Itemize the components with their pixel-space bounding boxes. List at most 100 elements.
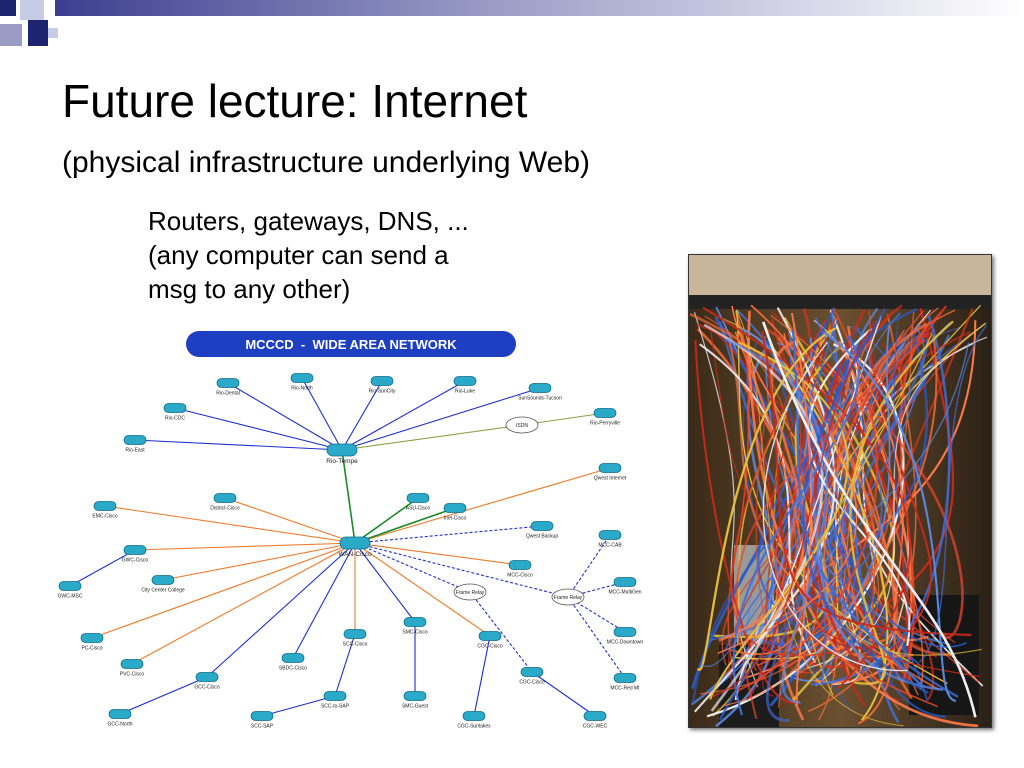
router-node: Rio-CDC: [163, 403, 187, 422]
network-link: [354, 507, 456, 544]
slide-subtitle: (physical infrastructure underlying Web): [62, 146, 591, 179]
network-link: [354, 542, 416, 623]
cloud-icon: [551, 588, 585, 606]
router-node: Rio-Dental: [216, 378, 240, 397]
cloud-icon: [505, 416, 539, 434]
router-label: CGC-Cisco: [519, 680, 544, 686]
network-links: [69, 377, 626, 717]
network-link: [104, 505, 356, 544]
router-label: SMC-Cisco: [402, 630, 427, 636]
router-label: SCC-Cisco: [343, 642, 368, 648]
router-label: PVC-Cisco: [120, 672, 145, 678]
router-icon: [453, 376, 477, 386]
router-node: GCC-North: [107, 709, 133, 728]
router-label: SunSounds-Tucson: [518, 396, 562, 402]
network-link: [134, 439, 343, 451]
network-link: [567, 534, 611, 598]
router-node: SunSounds-Tucson: [518, 383, 562, 402]
diagram-banner-text: MCCCD - WIDE AREA NETWORK: [245, 337, 457, 352]
router-node: Rio-Perryville: [590, 408, 620, 427]
router-node: District-Cisco: [210, 493, 240, 512]
router-node: PC-Cisco: [80, 633, 104, 652]
server-rack-photo: [688, 254, 992, 728]
router-icon: [528, 383, 552, 393]
router-label: MCC-MultiGen: [608, 590, 641, 596]
bullet-text: Routers, gateways, DNS, ... (any compute…: [148, 204, 469, 306]
router-node: SMC-Cisco: [402, 617, 428, 636]
router-label: SBDC-Cisco: [279, 666, 307, 672]
router-node: Qwest Internet: [594, 463, 627, 482]
router-node: Qwest Backup: [526, 521, 558, 540]
router-icon: [530, 521, 554, 531]
router-icon: [443, 503, 467, 513]
network-link: [206, 542, 356, 678]
router-icon: [598, 530, 622, 540]
cloud-label: Frame Relay: [554, 595, 583, 601]
router-icon: [613, 673, 637, 683]
network-link: [341, 380, 466, 451]
router-icon: [583, 711, 607, 721]
router-label: Rio-Tempe: [326, 458, 358, 465]
router-node: SCC-Cisco: [343, 629, 368, 648]
router-node: MCC-MultiGen: [608, 577, 642, 596]
network-link: [567, 596, 626, 679]
router-node: SCC-to-SAP: [321, 691, 350, 710]
router-label: CGC-WEC: [583, 724, 608, 730]
router-node: MCC-Downtown: [607, 627, 644, 646]
router-icon: [213, 493, 237, 503]
router-icon: [508, 560, 532, 570]
router-icon: [281, 653, 305, 663]
router-node: Rio-SunCity: [369, 376, 396, 395]
router-icon: [593, 408, 617, 418]
router-node: MCC-Cisco: [507, 560, 533, 579]
network-link: [341, 380, 383, 451]
router-label: SCC-SAP: [251, 724, 274, 730]
router-node: Inet-Cisco: [443, 503, 467, 522]
cloud-label: Frame Relay: [456, 590, 485, 596]
network-link: [354, 542, 521, 566]
router-label: GCC-North: [107, 722, 132, 728]
router-node: CGC-Cisco: [477, 631, 503, 650]
network-link: [473, 635, 491, 717]
router-icon: [406, 493, 430, 503]
network-link: [131, 542, 356, 665]
router-icon: [151, 575, 175, 585]
router-label: District-Cisco: [210, 506, 240, 512]
network-link: [224, 497, 356, 544]
router-node: GCC-Cisco: [194, 672, 220, 691]
router-label: MCC-Downtown: [607, 640, 644, 646]
router-node: PVC-Cisco: [120, 659, 145, 678]
network-link: [261, 695, 336, 717]
router-label: Rio-CDC: [165, 416, 185, 422]
router-node: CGC-Sunlakes: [457, 711, 491, 730]
router-icon: [250, 711, 274, 721]
router-node: Rio-North: [290, 373, 314, 392]
slide-corner-decoration: [0, 0, 1024, 46]
network-link: [354, 542, 491, 637]
network-link: [469, 591, 533, 673]
network-cloud: Frame Relay: [453, 583, 487, 601]
router-node: SMC-Guest: [402, 691, 429, 710]
bullet-line-2: (any computer can send a: [148, 240, 449, 270]
network-link: [162, 542, 356, 581]
router-label: WAN-Cisco: [338, 551, 372, 558]
router-node: MCC-CAB: [598, 530, 622, 549]
network-link: [341, 424, 523, 451]
router-icon: [520, 667, 544, 677]
slide-title: Future lecture: Internet: [62, 75, 528, 127]
network-cloud: Frame Relay: [551, 588, 585, 606]
network-link: [531, 671, 596, 717]
network-link: [119, 676, 208, 715]
network-link: [334, 633, 356, 697]
router-label: Rio-SunCity: [369, 389, 396, 395]
network-link: [91, 542, 356, 639]
router-node: CGC-Cisco: [519, 667, 545, 686]
router-node: GWC-Cisco: [122, 545, 148, 564]
router-label: Rio-Perryville: [590, 421, 620, 427]
router-label: PC-Cisco: [81, 646, 102, 652]
router-label: ASU-Cisco: [406, 506, 431, 512]
network-link: [354, 467, 611, 544]
router-label: SCC-to-SAP: [321, 704, 350, 710]
network-link: [134, 542, 356, 551]
router-icon: [120, 659, 144, 669]
